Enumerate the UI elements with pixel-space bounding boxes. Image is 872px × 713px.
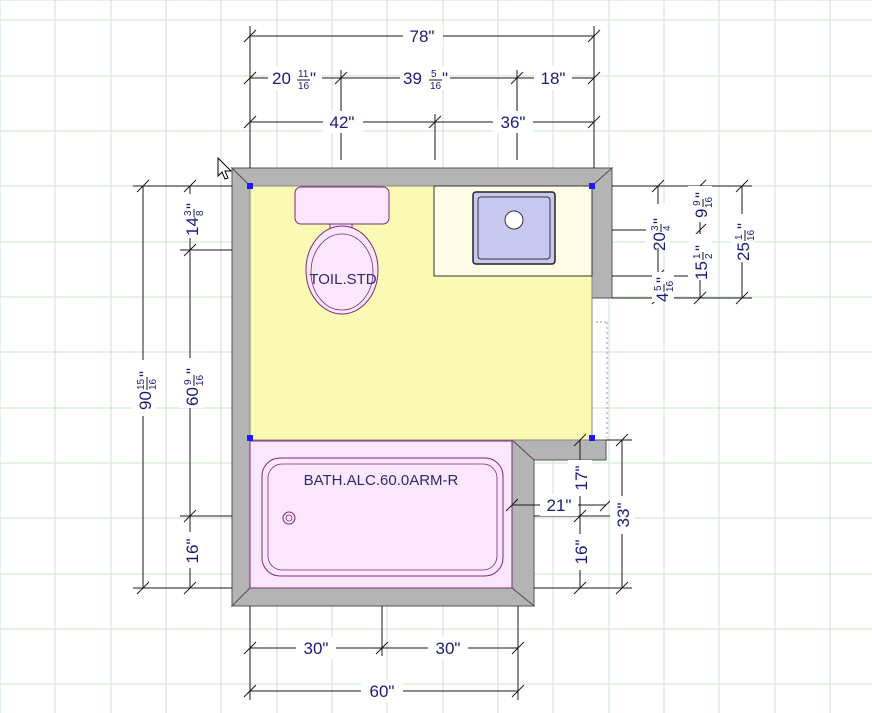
dim-right-sink-a-den: 16 (704, 196, 715, 208)
right-sink-dimensions: 20 3 4 " 4 5 16 " 9 9 16 " 15 1 (612, 179, 757, 305)
bathtub-label: BATH.ALC.60.0ARM-R (304, 472, 459, 489)
dim-right-sink-d-num: 1 (692, 253, 703, 259)
left-dimensions: 90 15 16 " 14 3 8 " 60 9 16 " (132, 179, 232, 595)
dim-right-sink-b-num: 3 (650, 225, 661, 231)
dim-bottom-b: 30" (436, 639, 461, 658)
dim-left-upper-den: 8 (195, 210, 206, 216)
sink-vanity[interactable] (433, 185, 593, 277)
dim-left-lower: 16" (183, 539, 202, 564)
dim-right-bath-a: 17" (572, 466, 591, 491)
svg-text:": " (183, 203, 202, 209)
dim-left-upper-whole: 14 (183, 217, 202, 236)
dim-left-middle-den: 16 (195, 374, 206, 386)
dim-right-sink-a-whole: 9 (692, 209, 711, 218)
dim-top-b-den: 16 (430, 81, 442, 92)
svg-text:": " (183, 368, 202, 374)
dim-left-overall-den: 16 (148, 378, 159, 390)
dim-top-b-num: 5 (431, 69, 437, 80)
svg-text:": " (310, 69, 316, 88)
svg-text:": " (653, 277, 672, 283)
dim-top-b-whole: 39 (403, 69, 422, 88)
svg-text:": " (442, 69, 448, 88)
dim-right-bath-b: 21" (547, 496, 572, 515)
toilet-label: TOIL.STD (309, 271, 376, 288)
handle-bottom-left[interactable] (247, 435, 253, 441)
bathtub[interactable]: BATH.ALC.60.0ARM-R (249, 440, 513, 589)
dim-right-sink-b-whole: 20 (650, 232, 669, 251)
dim-right-sink-e-den: 16 (746, 229, 757, 241)
wall-bottom[interactable] (230, 587, 536, 607)
wall-left[interactable] (231, 166, 251, 608)
bathtub-drain-center (285, 514, 293, 522)
dim-left-middle-whole: 60 (183, 387, 202, 406)
dim-bottom-overall: 60" (370, 682, 395, 701)
dim-top-row3-a: 42" (330, 113, 355, 132)
bathtub-inner (267, 463, 498, 571)
dim-bottom-a: 30" (304, 639, 329, 658)
dim-right-sink-e-num: 1 (734, 234, 745, 240)
wall-bath-right[interactable] (511, 438, 535, 608)
dim-top-c: 18" (541, 69, 566, 88)
bathtub-drain (282, 511, 296, 525)
svg-text:": " (650, 218, 669, 224)
wall-top[interactable] (230, 167, 614, 187)
toilet-tank[interactable] (294, 186, 390, 225)
bathtub-rim (261, 457, 504, 577)
dim-top-overall: 78" (410, 27, 435, 46)
toilet-bowl[interactable] (305, 225, 379, 315)
top-dimensions: 78" 20 11 16 " 39 5 16 " 18" 42" 36" (243, 25, 601, 168)
dim-left-middle-num: 9 (183, 379, 194, 385)
dim-left-overall-num: 15 (136, 378, 147, 390)
handle-top-left[interactable] (247, 183, 253, 189)
dim-right-sink-d-den: 2 (704, 253, 715, 259)
dim-right-sink-c-den: 16 (665, 280, 676, 292)
dim-right-sink-d-whole: 15 (692, 261, 711, 280)
handle-top-right[interactable] (589, 183, 595, 189)
dim-right-bath-c: 16" (572, 540, 591, 565)
dim-left-overall-whole: 90 (136, 391, 155, 410)
svg-text:": " (692, 245, 711, 251)
dim-top-a-den: 16 (298, 81, 310, 92)
svg-text:": " (692, 192, 711, 198)
dim-right-bath-d: 33" (614, 503, 633, 528)
toilet[interactable]: TOIL.STD (294, 186, 390, 315)
dim-top-row3-b: 36" (501, 113, 526, 132)
bottom-dimensions: 30" 30" 60" (243, 606, 525, 702)
handle-bottom-right[interactable] (589, 435, 595, 441)
dim-right-sink-a-num: 9 (692, 200, 703, 206)
dim-top-a-num: 11 (298, 69, 309, 80)
sink-drain (504, 210, 524, 230)
svg-text:": " (136, 371, 155, 377)
svg-text:": " (734, 223, 753, 229)
right-bath-dimensions: 17" 16" 21" 33" (505, 433, 634, 595)
toilet-bowl-inner (310, 233, 374, 311)
dim-right-sink-c-whole: 4 (653, 293, 672, 302)
sink-basin-inner (477, 196, 551, 260)
dim-right-sink-c-num: 5 (653, 285, 664, 291)
dim-left-upper-num: 3 (183, 210, 194, 216)
dim-top-a-whole: 20 (272, 69, 291, 88)
selection-handles (247, 183, 595, 441)
dim-right-sink-e-whole: 25 (734, 242, 753, 261)
dim-right-sink-b-den: 4 (662, 225, 673, 231)
mouse-cursor-icon (217, 156, 233, 180)
